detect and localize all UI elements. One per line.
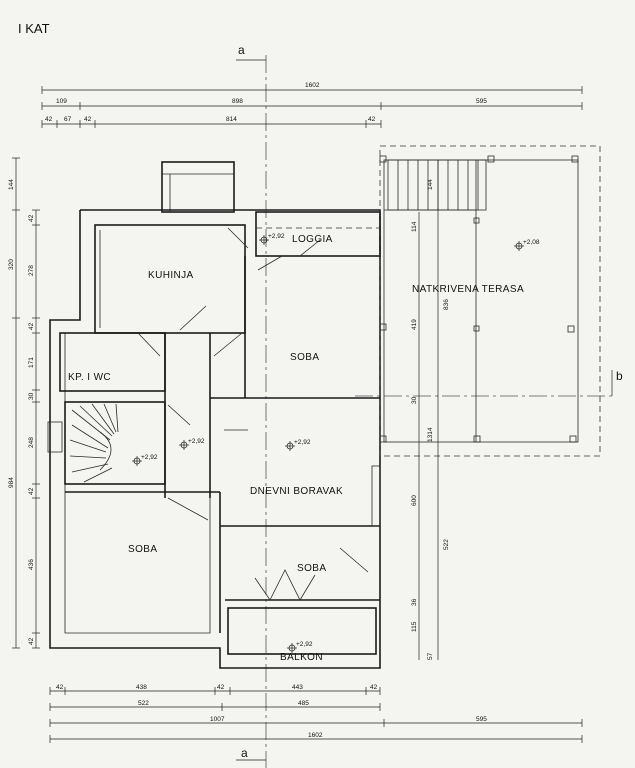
- dim-right-522: 522: [443, 539, 450, 550]
- room-label-soba-left: SOBA: [128, 544, 157, 555]
- elevation-label-stair: +2,92: [141, 454, 158, 461]
- dim-left-436: 436: [28, 559, 35, 570]
- floor-title: I KAT: [18, 21, 50, 36]
- dim-bottom-595: 595: [476, 716, 487, 723]
- dim-right-144: 144: [427, 179, 434, 190]
- dim-right-115: 115: [411, 621, 418, 632]
- bottom-dimensions: [49, 687, 583, 743]
- dim-top-595: 595: [476, 98, 487, 105]
- section-a-top-label: a: [238, 43, 245, 57]
- dim-top-42b: 42: [84, 116, 92, 123]
- dim-bottom-485: 485: [298, 700, 309, 707]
- dim-right-419: 419: [411, 319, 418, 330]
- dim-bottom-42a: 42: [56, 684, 64, 691]
- dim-right-114: 114: [411, 221, 418, 232]
- dim-bottom-522: 522: [138, 700, 149, 707]
- elevation-label-balkon: +2,92: [296, 641, 313, 648]
- dim-left-248: 248: [28, 437, 35, 448]
- room-label-kp-wc: KP. I WC: [68, 372, 111, 383]
- elevation-marker-hall: +2,92: [179, 438, 205, 450]
- dim-left-42d: 42: [28, 637, 35, 645]
- elevation-label-terasa: +2,08: [523, 239, 540, 246]
- room-label-balkon: BALKON: [280, 652, 323, 663]
- room-label-natkrivena-terasa: NATKRIVENA TERASA: [412, 284, 524, 295]
- dim-left-278: 278: [28, 265, 35, 276]
- dim-right-57: 57: [427, 652, 434, 660]
- dim-bottom-1007: 1007: [210, 716, 225, 723]
- elevation-label-loggia: +2,92: [268, 233, 285, 240]
- dim-left-320: 320: [8, 259, 15, 270]
- dim-right-836: 836: [443, 299, 450, 310]
- dim-bottom-438: 438: [136, 684, 147, 691]
- dim-left-984: 984: [8, 477, 15, 488]
- dim-right-30: 30: [411, 396, 418, 404]
- elevation-marker-stair: +2,92: [132, 454, 158, 466]
- dim-top-42a: 42: [45, 116, 53, 123]
- dim-left-42b: 42: [28, 322, 35, 330]
- room-label-soba-small: SOBA: [297, 563, 326, 574]
- terrace: [379, 145, 601, 457]
- dim-left-144: 144: [8, 179, 15, 190]
- elevation-label-boravak: +2,92: [294, 439, 311, 446]
- dim-bottom-1602: 1602: [308, 732, 323, 739]
- top-dimensions: 1602 109 898 595 42 67 42 814 42: [41, 82, 583, 128]
- dim-left-42c: 42: [28, 487, 35, 495]
- elevation-label-hall: +2,92: [188, 438, 205, 445]
- staircase: [47, 403, 119, 483]
- elevation-marker-terasa: +2,08: [514, 239, 540, 251]
- dim-left-171: 171: [28, 357, 35, 368]
- dim-bottom-443: 443: [292, 684, 303, 691]
- section-b-label: b: [616, 369, 623, 383]
- dim-top-42c: 42: [368, 116, 376, 123]
- dim-top-total: 1602: [305, 82, 320, 89]
- elevation-marker-boravak: +2,92: [285, 439, 311, 451]
- right-dimensions: [418, 160, 439, 660]
- dim-top-67: 67: [64, 116, 72, 123]
- section-a-bottom-label: a: [241, 746, 248, 760]
- dim-top-898: 898: [232, 98, 243, 105]
- dim-right-600: 600: [411, 495, 418, 506]
- dim-bottom-42c: 42: [370, 684, 378, 691]
- room-label-dnevni-boravak: DNEVNI BORAVAK: [250, 486, 343, 497]
- dim-top-814: 814: [226, 116, 237, 123]
- dim-top-109: 109: [56, 98, 67, 105]
- dim-right-1314: 1314: [427, 427, 434, 442]
- dim-bottom-42b: 42: [217, 684, 225, 691]
- room-label-kuhinja: KUHINJA: [148, 270, 194, 281]
- room-label-soba-top: SOBA: [290, 352, 319, 363]
- elevation-marker-balkon: +2,92: [287, 641, 313, 653]
- dim-left-42a: 42: [28, 214, 35, 222]
- left-dimensions: [12, 157, 40, 649]
- dim-left-30: 30: [28, 392, 35, 400]
- dim-right-36: 36: [411, 598, 418, 606]
- room-label-loggia: LOGGIA: [292, 234, 333, 245]
- elevation-marker-loggia: +2,92: [259, 233, 285, 245]
